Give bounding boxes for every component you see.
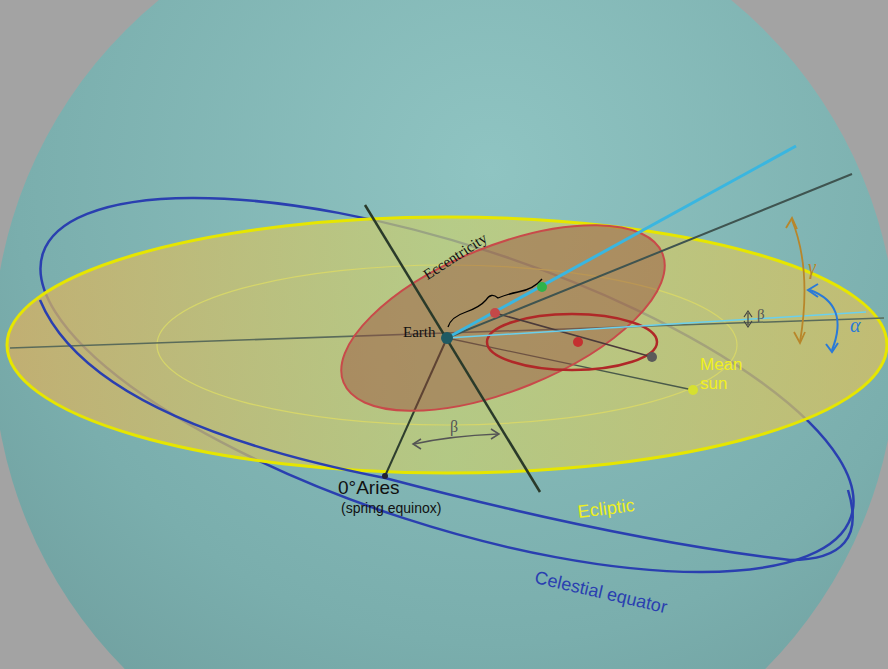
celestial-equator-front: [40, 300, 853, 560]
beta-label: β: [757, 306, 765, 323]
beta-label: β: [450, 418, 458, 436]
epicycle-center: [573, 337, 583, 347]
mean-sun-label: Mean sun: [700, 356, 748, 393]
equinox-label: (spring equinox): [341, 501, 441, 516]
gamma-label: γ: [808, 256, 816, 278]
axis-line: [365, 205, 540, 492]
eccentricity-bracket: [448, 279, 542, 327]
cyan-line: [447, 146, 796, 338]
epicycle-line: [495, 313, 652, 357]
dark-line: [447, 174, 852, 338]
green-dot: [537, 282, 547, 292]
red-dot: [490, 308, 500, 318]
beta-double-arrow: [414, 434, 498, 444]
orbit-ellipse: [317, 187, 690, 449]
alpha-label: α: [850, 314, 861, 336]
mean-sun-dot: [688, 385, 698, 395]
earth-label: Earth: [403, 324, 435, 341]
beta-arrow: [744, 311, 752, 327]
gray-dot: [647, 352, 657, 362]
alpha-arc: [810, 290, 838, 350]
epicycle: [487, 314, 657, 370]
earth-dot: [441, 332, 453, 344]
aries-label: 0°Aries: [338, 478, 399, 499]
celestial-equator: [0, 121, 888, 650]
gamma-arc: [792, 220, 805, 342]
